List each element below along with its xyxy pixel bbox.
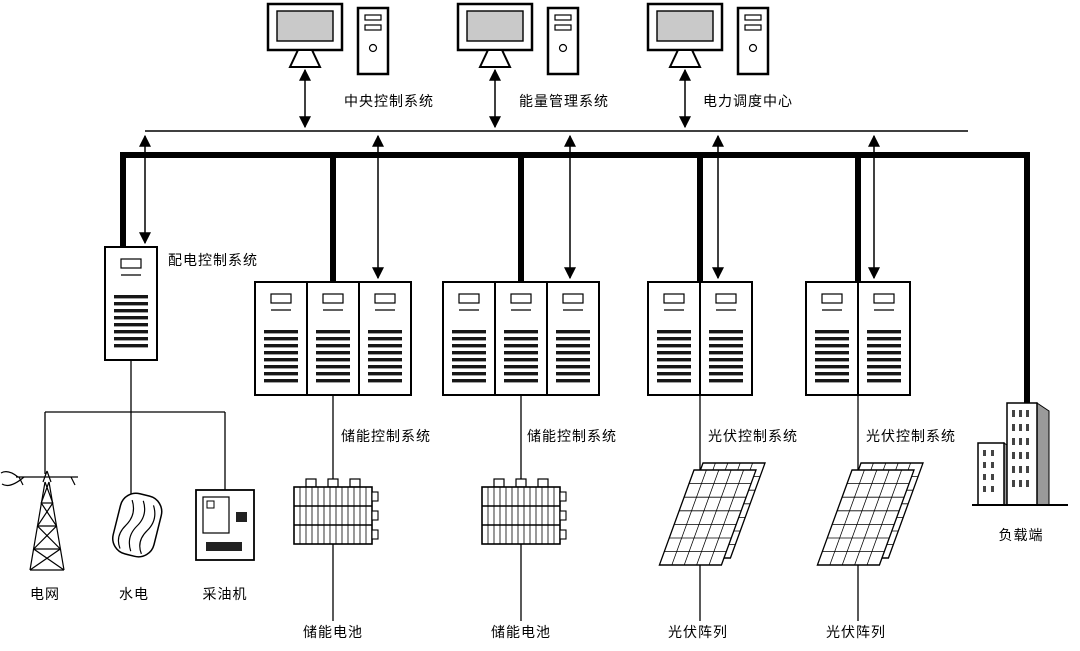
label-pv-array-2: 光伏阵列 bbox=[826, 624, 886, 640]
label-storage-control-system-2: 储能控制系统 bbox=[527, 428, 617, 444]
label-pv-control-system-1: 光伏控制系统 bbox=[708, 428, 798, 444]
label-hydro: 水电 bbox=[119, 586, 149, 602]
label-oil-pump: 采油机 bbox=[202, 586, 248, 602]
power-dispatch-workstation-icon bbox=[646, 2, 770, 76]
storage-control-1-cabinet-icon bbox=[358, 281, 412, 396]
storage-battery-1-icon bbox=[293, 478, 379, 545]
label-grid: 电网 bbox=[30, 586, 60, 602]
storage-battery-2-icon bbox=[481, 478, 567, 545]
grid-tower-icon bbox=[0, 470, 78, 571]
pv-control-1-cabinet-icon bbox=[699, 281, 753, 396]
label-distribution-control-system: 配电控制系统 bbox=[168, 252, 258, 268]
storage-control-2-cabinet-icon bbox=[442, 281, 496, 396]
central-control-workstation-icon bbox=[266, 2, 390, 76]
storage-control-1-cabinet-icon bbox=[254, 281, 308, 396]
label-storage-battery-1: 储能电池 bbox=[303, 624, 363, 640]
oil-pump-icon bbox=[195, 489, 255, 561]
distribution-control-cabinet-icon bbox=[104, 246, 158, 361]
label-storage-battery-2: 储能电池 bbox=[491, 624, 551, 640]
energy-management-workstation-icon bbox=[456, 2, 580, 76]
hydro-icon bbox=[112, 492, 163, 558]
pv-control-2-cabinet-icon bbox=[857, 281, 911, 396]
label-load: 负载端 bbox=[998, 527, 1044, 543]
pv-control-2-cabinet-icon bbox=[805, 281, 859, 396]
label-pv-array-1: 光伏阵列 bbox=[668, 624, 728, 640]
power-drop-lines bbox=[120, 152, 1030, 404]
label-power-dispatch-center: 电力调度中心 bbox=[703, 93, 793, 109]
pv-control-1-cabinet-icon bbox=[647, 281, 701, 396]
comm-arrows bbox=[139, 68, 880, 280]
pv-array-1-icon bbox=[658, 462, 766, 566]
label-central-control-system: 中央控制系统 bbox=[344, 93, 434, 109]
storage-control-2-cabinet-icon bbox=[546, 281, 600, 396]
label-storage-control-system-1: 储能控制系统 bbox=[341, 428, 431, 444]
label-pv-control-system-2: 光伏控制系统 bbox=[866, 428, 956, 444]
load-building-icon bbox=[972, 402, 1068, 506]
label-energy-management-system: 能量管理系统 bbox=[519, 93, 609, 109]
storage-control-2-cabinet-icon bbox=[494, 281, 548, 396]
pv-array-2-icon bbox=[816, 462, 924, 566]
storage-control-1-cabinet-icon bbox=[306, 281, 360, 396]
